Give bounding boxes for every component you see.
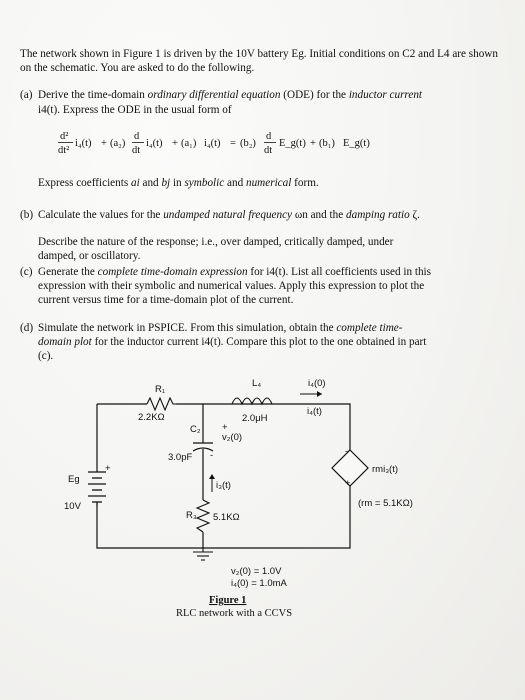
battery-eg [88, 471, 106, 506]
intro-paragraph: The network shown in Figure 1 is driven … [20, 48, 498, 74]
eq-i4-2: i₄(t) [146, 138, 163, 149]
coeff-text4: and [224, 177, 246, 189]
i3-label: i₃(t) [216, 480, 231, 491]
part-a-text2: (ODE) for the [280, 89, 349, 101]
ccvs-plus: + [345, 478, 351, 489]
l4-inductor [231, 397, 273, 406]
part-b-line2: Describe the nature of the response; i.e… [38, 236, 394, 248]
figure-title: Figure 1 [209, 595, 246, 606]
r1-value: 2.2KΩ [138, 412, 165, 423]
part-c-line2: expression with their symbolic and numer… [38, 280, 425, 292]
part-c-label: (c) [20, 266, 33, 278]
wire-bottom [96, 485, 351, 549]
part-c-text: Generate the [38, 266, 98, 278]
ic-i4: i₄(0) = 1.0mA [231, 578, 288, 589]
eq-b1: (b₁) [319, 138, 335, 149]
coeff-text3: in [170, 177, 185, 189]
part-b-em2: damping ratio [346, 209, 410, 221]
ccvs-minus: - [345, 446, 348, 457]
coeff-text5: form. [291, 177, 319, 189]
c2-plus: + [222, 422, 228, 433]
part-d-text2: for the inductor current i4(t). Compare … [91, 336, 427, 348]
r1-label: R₁ [155, 384, 165, 395]
coeff-ai: ai [131, 177, 140, 189]
eq-eg-2: E_g(t) [343, 138, 370, 149]
eq-a2: (a₂) [110, 138, 126, 149]
coeff-bj: bj [161, 177, 171, 189]
part-a-line1: (a) Derive the time-domain ordinary diffe… [20, 89, 510, 103]
figure-caption: RLC network with a CCVS [176, 608, 292, 619]
part-d-text: Simulate the network in PSPICE. From thi… [38, 322, 337, 334]
c2-label: C₂ [190, 424, 201, 435]
part-d-line2: domain plot for the inductor current i4(… [38, 336, 503, 350]
eq-dt2: dt² [58, 145, 69, 156]
eq-b2: (b₂) [240, 138, 256, 149]
l4-label: L₄ [252, 378, 261, 389]
wire-top-right [300, 403, 351, 450]
ccvs-diamond [331, 449, 369, 487]
r1-resistor [146, 396, 176, 412]
eg-value: 10V [64, 501, 82, 512]
part-c-line1: (c) Generate the complete time-domain exp… [20, 266, 510, 280]
part-a-coefficients: Express coefficients ai and bj in symbol… [38, 177, 498, 191]
c2-value: 3.0pF [168, 452, 192, 463]
coeff-text2: and [139, 177, 162, 189]
ground-symbol [193, 548, 213, 561]
part-b-em: undamped natural frequency [163, 209, 293, 221]
r3-value: 5.1KΩ [213, 512, 240, 523]
part-a-em2: inductor current [348, 89, 423, 101]
part-b-line1: (b) Calculate the values for the undamped… [20, 209, 510, 223]
eq-plus-3: + [310, 138, 316, 149]
ic-v2: v₂(0) = 1.0V [231, 566, 282, 577]
eq-a1: (a₁) [181, 138, 197, 149]
circuit-schematic: R₁ 2.2KΩ C₂ + v₂(0) 3.0pF - i₃(t) L₄ 2.0… [64, 378, 413, 619]
circuit-wires [96, 403, 351, 549]
c2-plate-bottom [192, 447, 214, 452]
eq-d2: d² [60, 131, 68, 142]
r3-resistor [195, 499, 211, 533]
part-d-em2: domain plot [38, 336, 92, 348]
eq-i4-3: i₄(t) [204, 138, 221, 149]
eq-d: d [134, 131, 140, 142]
part-d-line3: (c). [38, 350, 54, 362]
part-b-text2: ωn and the [292, 209, 346, 221]
part-b-text: Calculate the values for the [38, 209, 164, 221]
part-d-em: complete time- [336, 322, 403, 334]
rm-value: (rm = 5.1KΩ) [358, 498, 413, 509]
part-d-label: (d) [20, 322, 34, 334]
eq-i4-1: i₄(t) [75, 138, 92, 149]
eg-label: Eg [68, 474, 80, 485]
part-c-line3: current versus time for a time-domain pl… [38, 294, 294, 306]
l4-value: 2.0μH [242, 413, 268, 424]
i4-initial-label: i₄(0) [308, 378, 326, 389]
ode-equation: d² dt² i₄(t) + (a₂) d dt i₄(t) + (a₁) i₄… [58, 131, 370, 156]
part-a-label: (a) [20, 89, 33, 101]
coeff-symbolic: symbolic [184, 177, 225, 189]
c2-minus: - [210, 450, 213, 461]
eq-dt: dt [132, 145, 140, 156]
part-b-text3: ζ. [409, 209, 420, 221]
eq-plus-1: + [101, 138, 107, 149]
v2-label: v₂(0) [222, 432, 242, 443]
part-b-label: (b) [20, 209, 34, 221]
i4-t-label: i₄(t) [307, 406, 322, 417]
r3-label: R₃ [186, 510, 197, 521]
ccvs-label: rmi₃(t) [372, 464, 398, 475]
coeff-text: Express coefficients [38, 177, 131, 189]
part-a-text: Derive the time-domain [38, 89, 148, 101]
part-a-em: ordinary differential equation [147, 89, 281, 101]
eq-plus-2: + [172, 138, 178, 149]
part-b-line3: damped, or oscillatory. [38, 250, 141, 262]
eq-eg-1: E_g(t) [279, 138, 306, 149]
part-d-line1: (d) Simulate the network in PSPICE. From … [20, 322, 510, 336]
part-c-text2: for i4(t). List all coefficients used in… [247, 266, 432, 278]
part-c-em: complete time-domain expression [97, 266, 248, 278]
battery-plus: + [105, 463, 111, 474]
eq-equals: = [230, 138, 236, 149]
part-a-line2: i4(t). Express the ODE in the usual form… [38, 104, 232, 116]
eq-d-2: d [266, 131, 272, 142]
coeff-numerical: numerical [245, 177, 292, 189]
eq-dt-2: dt [264, 145, 272, 156]
